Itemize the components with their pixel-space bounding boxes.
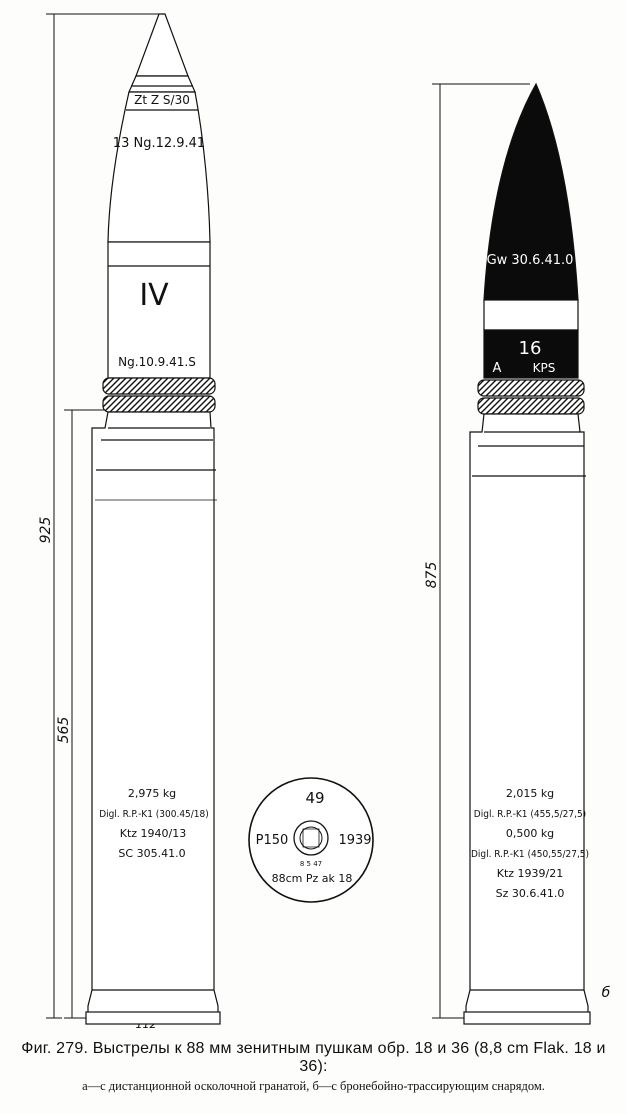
shell-a-fuze-band-label: Zt Z S/30 (134, 93, 190, 107)
shell-b-case-weight-1: 2,015 kg (506, 787, 554, 800)
shell-b-case-line-4: Digl. R.P.-K1 (450,55/27,5) (471, 849, 589, 860)
shell-b-case-line-2: Digl. R.P.-K1 (455,5/27,5) (474, 809, 586, 820)
label-b: б (602, 985, 611, 1001)
shell-b (463, 82, 591, 1025)
shell-a-ogive (107, 91, 211, 243)
shell-b-band-left: A (493, 361, 502, 376)
shell-a-case-weight: 2,975 kg (128, 787, 176, 800)
shell-b-body-marking: Gw 30.6.41.0 (487, 253, 574, 268)
base-stamp-right: 1939 (338, 833, 371, 848)
shell-a-case-line-2: Digl. R.P.-K1 (300.45/18) (99, 809, 209, 820)
base-stamp (248, 777, 374, 903)
base-stamp-top: 49 (305, 789, 324, 807)
primer (293, 820, 329, 856)
dimension-565 (64, 409, 104, 1019)
dimension-875-label: 875 (424, 562, 440, 589)
shell-a-filling-marking: Ng.10.9.41.S (118, 355, 196, 369)
base-stamp-bottom: 88cm Pz ak 18 (272, 872, 353, 885)
shell-a-body-numeral: IV (139, 278, 169, 313)
shell-a-fuze-band (128, 75, 196, 93)
shell-a-case-line-4: SC 305.41.0 (118, 847, 185, 860)
shell-a-rim (85, 1011, 221, 1025)
figure-caption: Фиг. 279. Выстрелы к 88 мм зенитным пушк… (21, 1040, 606, 1075)
shell-b-rim (463, 1011, 591, 1025)
shell-a-case (87, 411, 219, 1017)
shell-b-white-band (483, 299, 579, 331)
shell-b-case-weight-2: 0,500 kg (506, 827, 554, 840)
shell-b-band-right: KPS (533, 361, 556, 375)
figure-legend: а—с дистанционной осколочной гранатой, б… (82, 1079, 545, 1093)
shell-b-case-line-5: Ktz 1939/21 (497, 867, 564, 880)
shell-a-driving-band-upper (102, 377, 216, 395)
dimension-925 (46, 13, 160, 1019)
shell-a-case-line-3: Ktz 1940/13 (120, 827, 187, 840)
shell-a-fuze-marking: 13 Ng.12.9.41 (113, 136, 205, 151)
shell-a (85, 13, 221, 1025)
base-stamp-primer-code: 8 5 47 (300, 860, 322, 868)
shell-b-case (465, 413, 589, 1017)
shell-a-body (107, 241, 211, 379)
shell-a-fuze (135, 13, 189, 77)
shell-b-driving-band-upper (477, 379, 585, 397)
base-stamp-left: P150 (256, 833, 289, 848)
dimension-925-label: 925 (38, 517, 54, 544)
shell-b-black-band (483, 329, 579, 379)
dimension-565-label: 565 (56, 717, 72, 744)
shell-a-driving-band-lower (102, 395, 216, 413)
shell-b-band-number: 16 (519, 338, 542, 359)
shell-b-case-line-6: Sz 30.6.41.0 (496, 887, 565, 900)
shell-b-driving-band-lower (477, 397, 585, 415)
